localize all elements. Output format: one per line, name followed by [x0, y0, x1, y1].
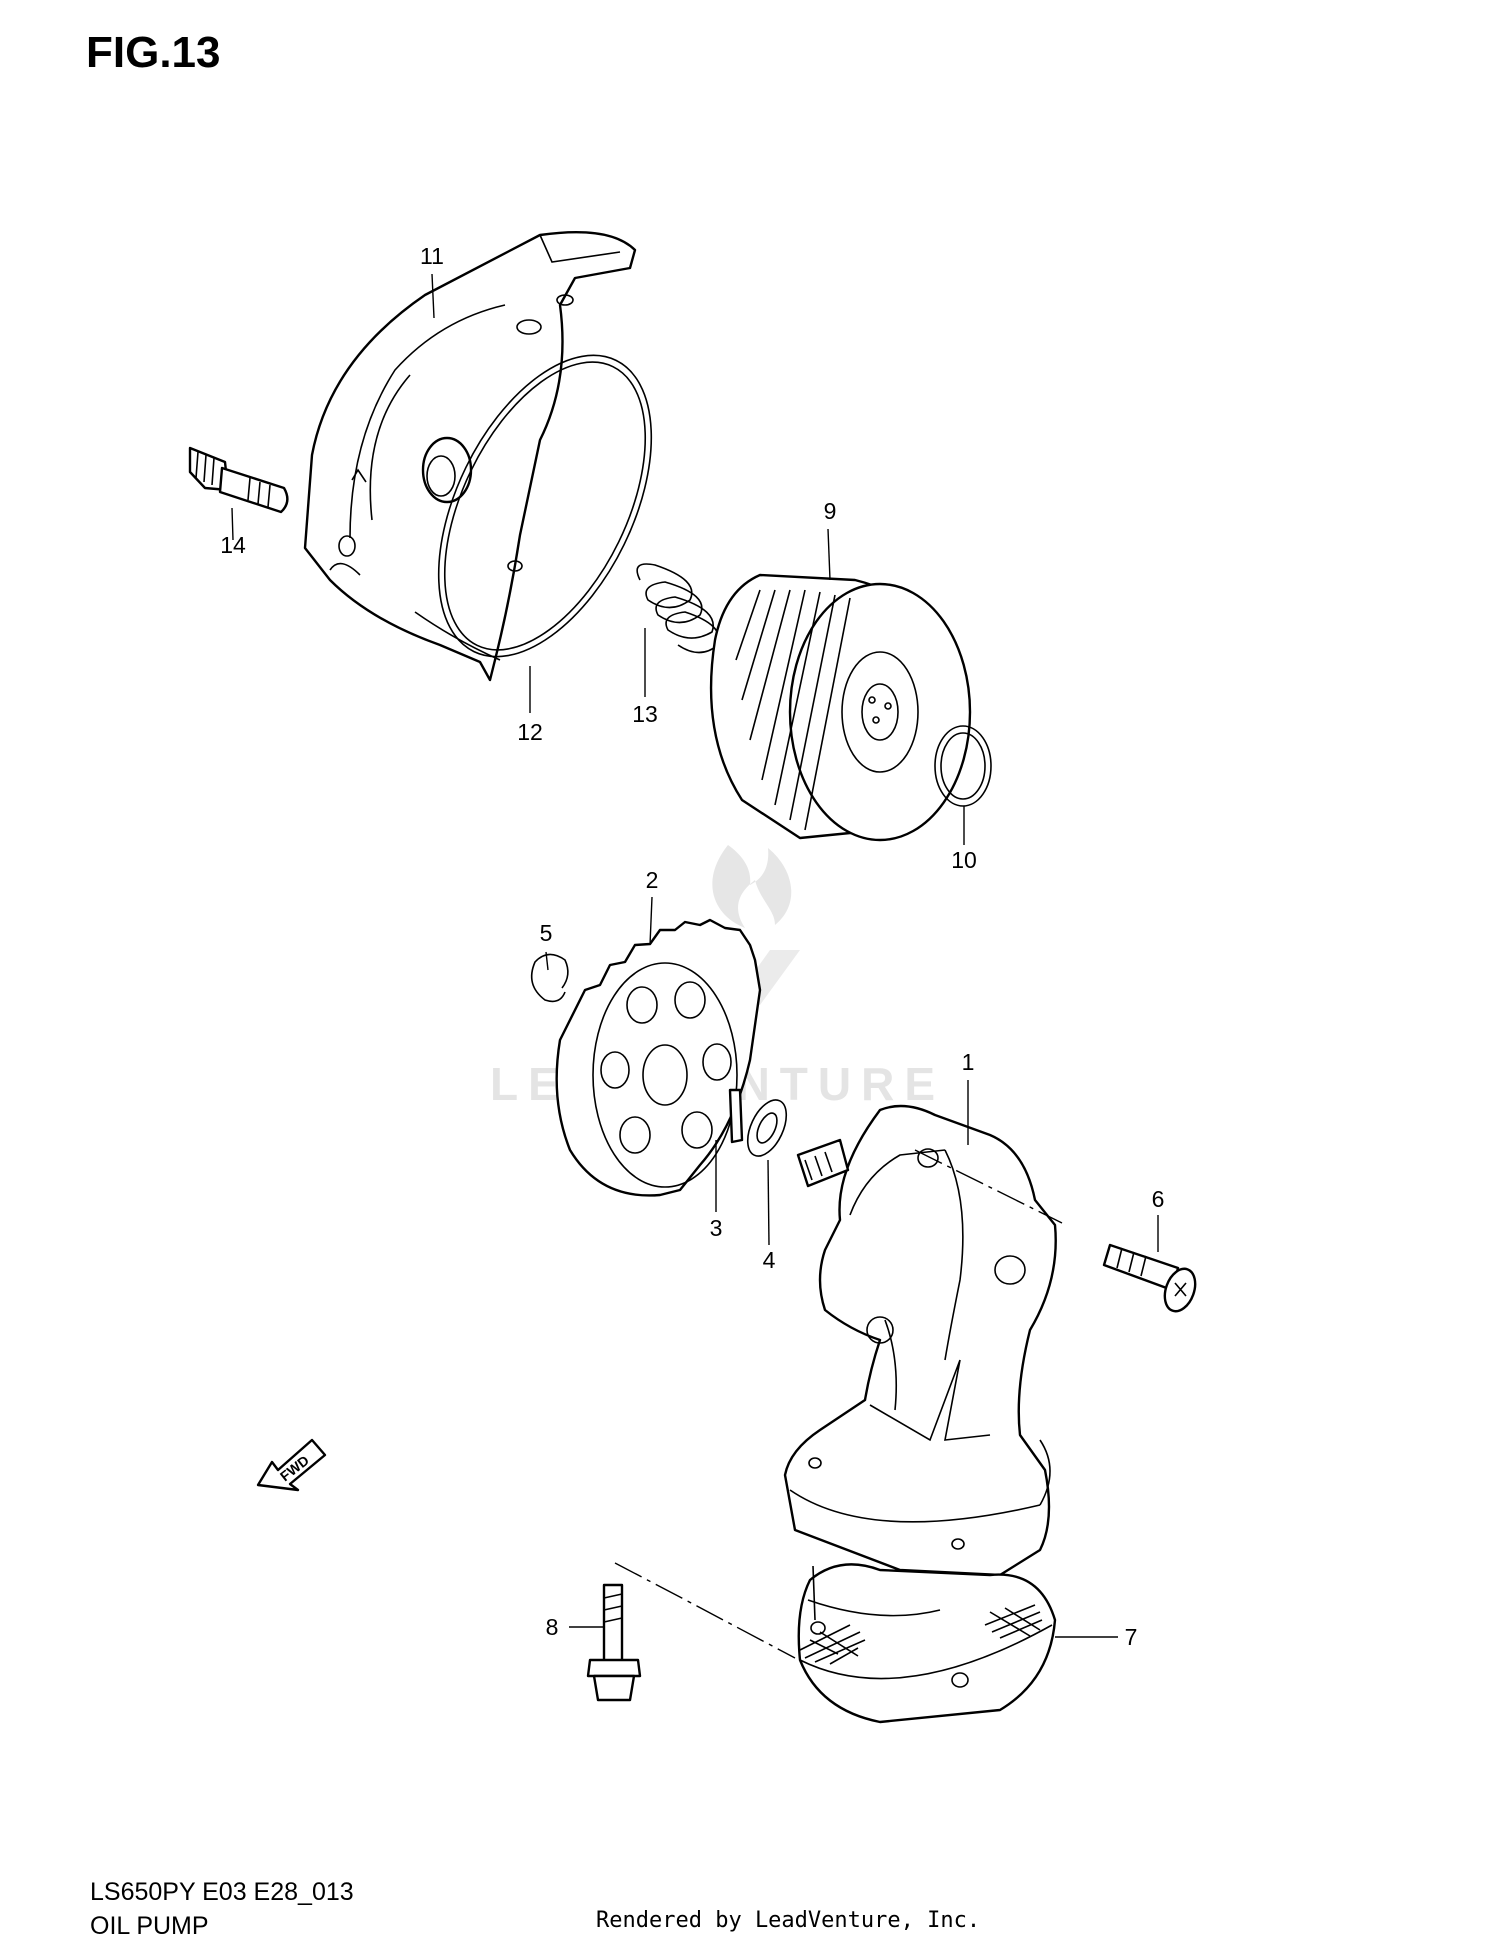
callout-11: 11: [420, 243, 444, 269]
callout-labels: 11 14 12 13 9 10 2 5 3 4 1 6 7 8: [220, 243, 1164, 1650]
part-5-circlip: [530, 953, 569, 1003]
part-6-screw: [1102, 1243, 1197, 1313]
part-1-oil-pump: [783, 1104, 1057, 1577]
part-8-bolt: [586, 1583, 642, 1702]
render-credit: Rendered by LeadVenture, Inc.: [596, 1908, 981, 1933]
callout-13: 13: [632, 701, 658, 727]
callout-2: 2: [646, 867, 659, 893]
model-code: LS650PY E03 E28_013: [90, 1878, 354, 1906]
part-11-cover: [303, 230, 637, 682]
section-name: OIL PUMP: [90, 1912, 209, 1940]
part-3-pin: [728, 1088, 744, 1144]
part-4-washer: [746, 1099, 788, 1157]
part-7-strainer: [797, 1563, 1057, 1724]
callout-5: 5: [540, 920, 553, 946]
callout-9: 9: [824, 498, 837, 524]
callout-8: 8: [546, 1614, 559, 1640]
callout-7: 7: [1125, 1624, 1138, 1650]
leader-lines: [231, 273, 1159, 1659]
callout-12: 12: [517, 719, 543, 745]
part-10-gasket: [934, 725, 992, 807]
fwd-direction-arrow: FWD: [256, 1438, 327, 1492]
callout-4: 4: [763, 1247, 776, 1273]
part-12-o-ring: [437, 354, 653, 658]
callout-1: 1: [962, 1049, 975, 1075]
callout-10: 10: [951, 847, 977, 873]
part-13-spring: [636, 563, 720, 654]
part-2-gear: [555, 918, 762, 1197]
part-14-bolt: [188, 446, 289, 514]
callout-3: 3: [710, 1215, 723, 1241]
figure-title: FIG.13: [86, 28, 221, 77]
callout-6: 6: [1152, 1186, 1165, 1212]
part-9-oil-filter: [709, 573, 972, 842]
callout-14: 14: [220, 532, 246, 558]
